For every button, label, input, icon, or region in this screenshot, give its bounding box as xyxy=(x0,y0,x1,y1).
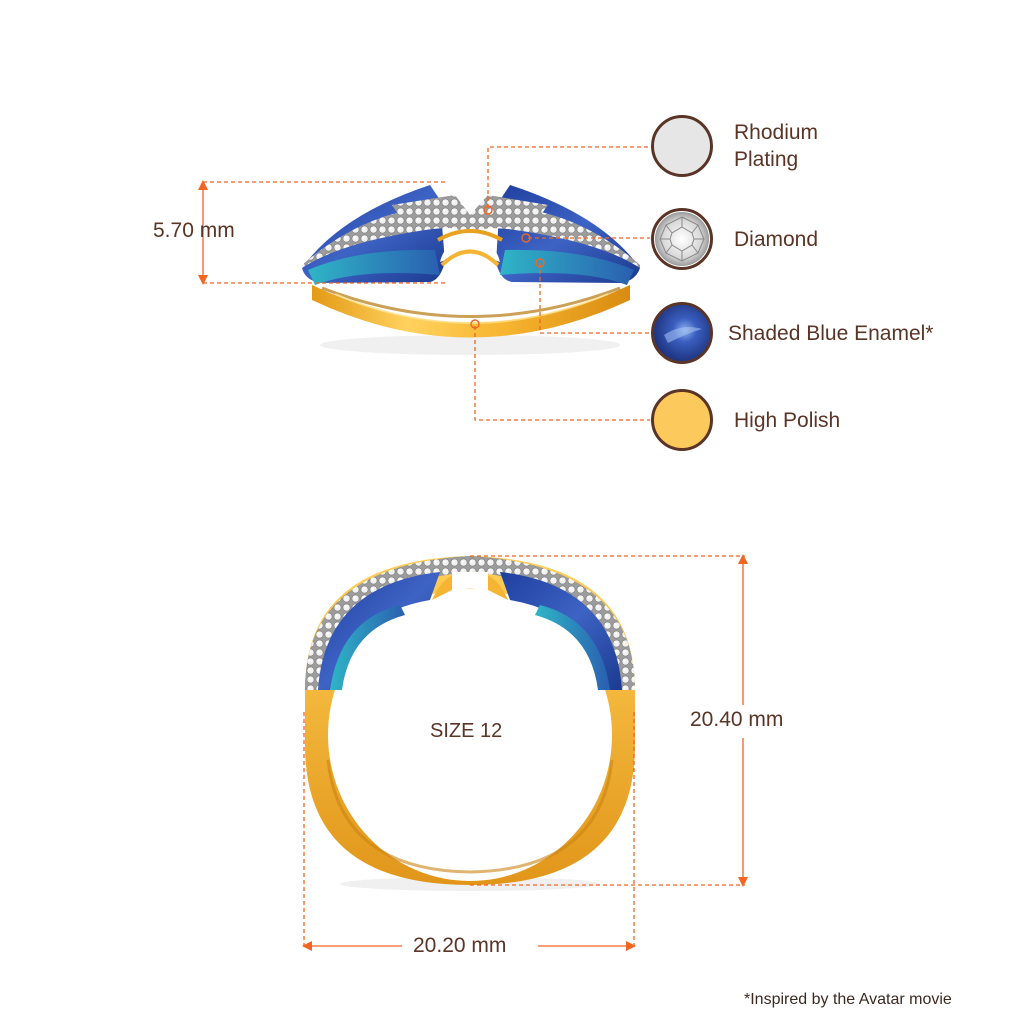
dimension-height-front: 20.40 mm xyxy=(690,708,784,731)
leader-dots xyxy=(470,205,545,329)
dimension-height-side: 5.70 mm xyxy=(153,219,235,242)
gold-swatch-icon xyxy=(651,389,713,451)
arrowheads xyxy=(198,180,748,951)
footnote: *Inspired by the Avatar movie xyxy=(744,991,952,1008)
material-label-polish: High Polish xyxy=(734,409,841,432)
enamel-swatch-icon xyxy=(651,302,713,364)
material-label-rhodium: Rhodium Plating xyxy=(734,119,818,173)
material-label-line: Rhodium xyxy=(734,121,819,144)
diamond-swatch-icon xyxy=(651,208,713,270)
material-label-diamond: Diamond xyxy=(734,228,819,251)
ring-size-label: SIZE 12 xyxy=(430,720,503,742)
rhodium-swatch-icon xyxy=(651,115,713,177)
ring-front-view xyxy=(305,556,635,891)
ring-side-view xyxy=(302,185,640,355)
material-label-enamel: Shaded Blue Enamel* xyxy=(728,322,934,345)
material-label-line: Plating xyxy=(734,148,799,171)
dimension-width-front: 20.20 mm xyxy=(413,934,507,957)
guide-lines xyxy=(202,146,745,948)
